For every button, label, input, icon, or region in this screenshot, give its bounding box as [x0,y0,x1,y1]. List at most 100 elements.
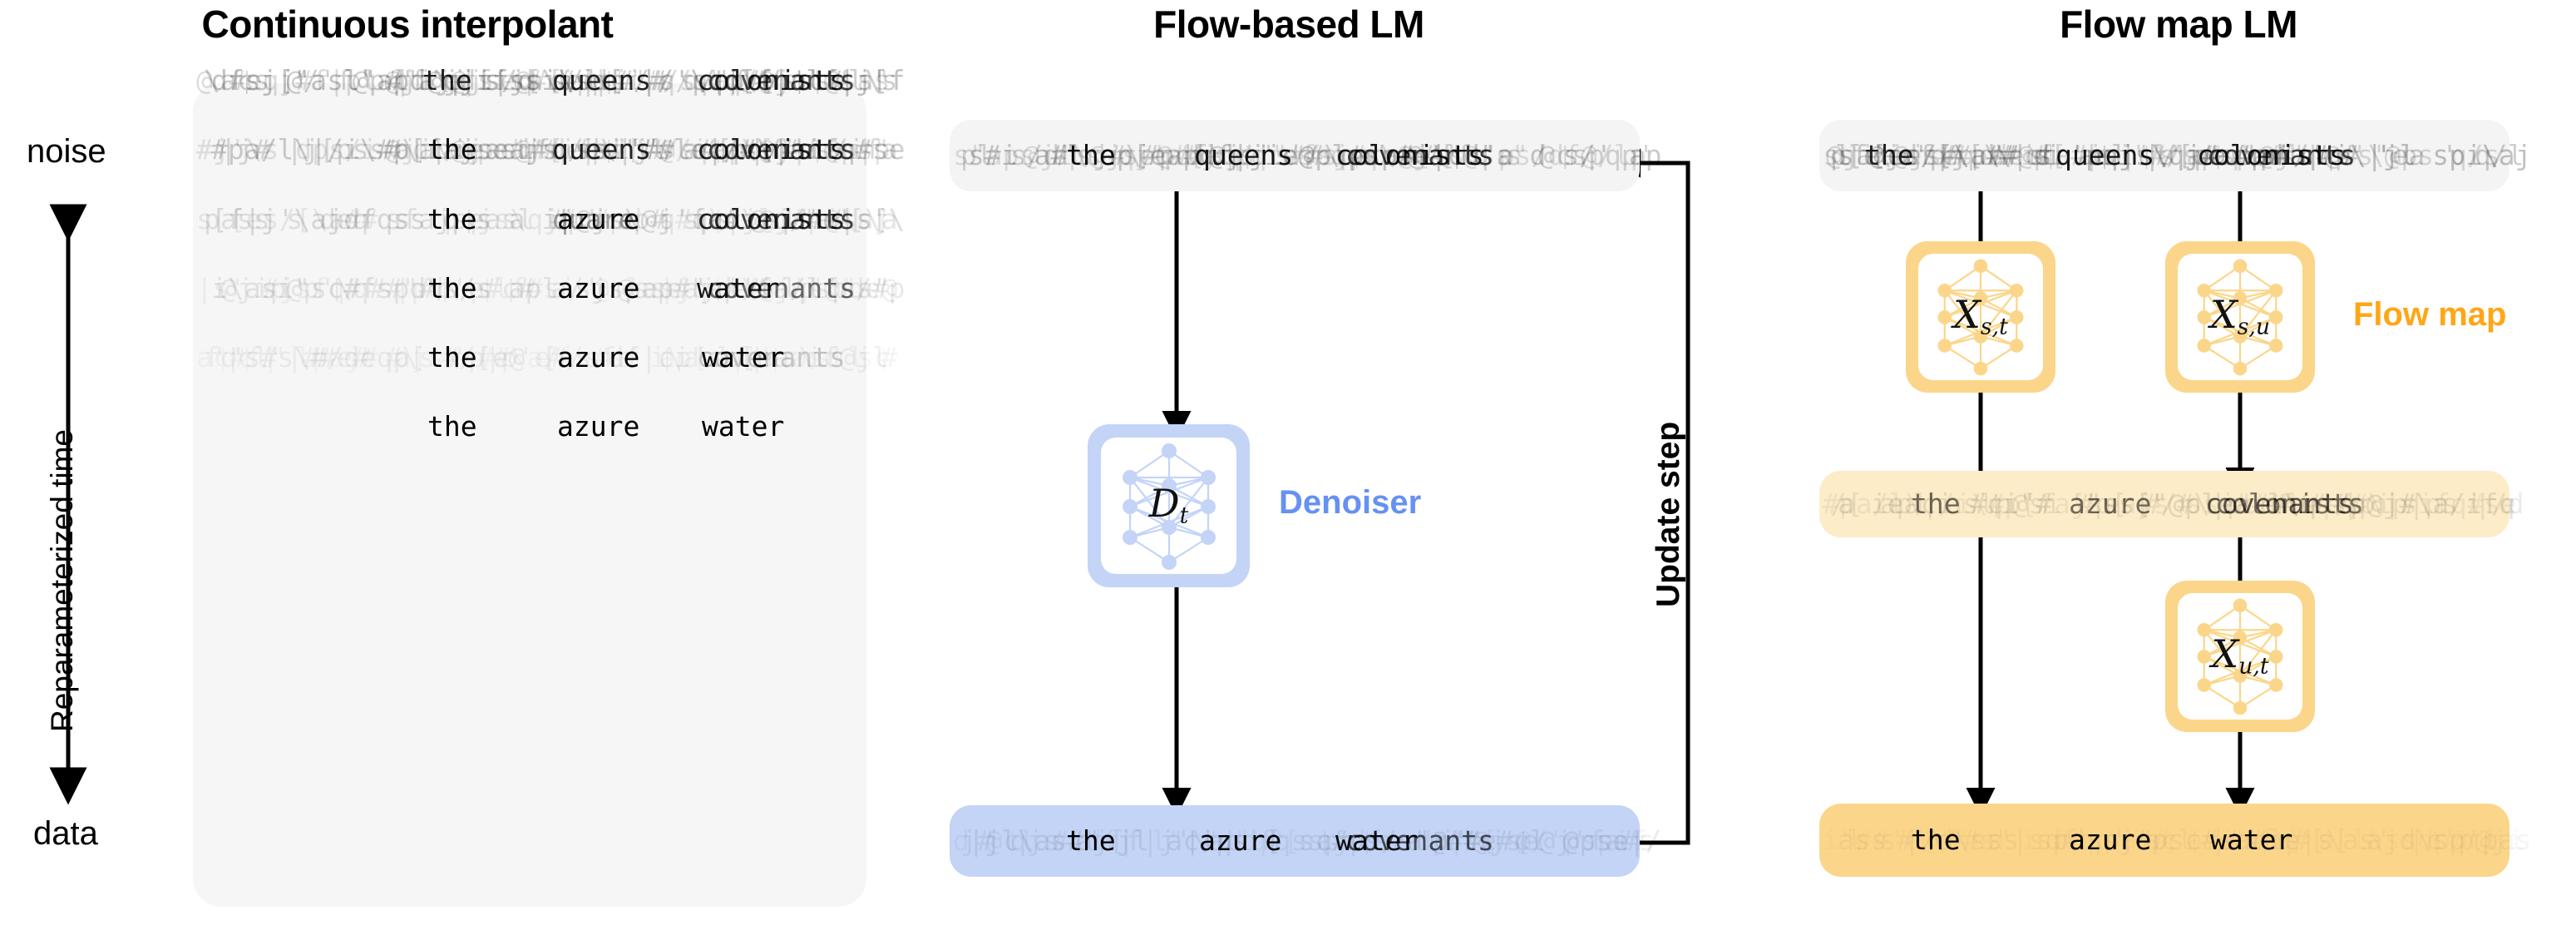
partial-token: colonists [1335,139,1484,171]
clear-token: the [427,203,477,235]
clear-token: azure [1199,824,1282,857]
noise-token: fq¢l"|##e# #\s 'p|p'e#/sfs i\aslf|¢s\s l… [204,333,897,383]
flow-map-mid-band [1819,471,2509,537]
noise-token: @ji\@jseq deq¢ [1023,139,1255,171]
axis-label-data: data [33,815,98,852]
panel-title-continuous-interpolant: Continuous interpolant [201,2,614,46]
noise-token: dfsj["asl"apd qjifssi\s [ |/'\q¢[f|¢lf|j… [211,64,906,96]
partial-token: covenants [697,341,846,374]
noise-token: s [es/[\a## s 'pqjs\qj# #pd q#i\|jl spi\… [1838,139,2532,171]
denoiser-glyph: Dt [1148,480,1189,529]
partial-token: covenants [2207,139,2356,171]
noise-token: s a/ies##pa ifa#i |¢l"a#spa#l qp'\@ps q/… [1823,139,2517,171]
clear-token: water [702,341,785,374]
panel-title-flow-map-lm: Flow map LM [2060,2,2297,46]
clear-token: the [1911,487,1961,520]
noise-token: pl s/d"sj#\#pdf@j'"s #\qs' @#[fq s @¢spq… [960,139,1655,171]
noise-token: lf@jdf|j[\# d [393,64,625,96]
noise-token: s q¢i\@j'"@ss" [659,203,891,235]
noise-token: @jip@p'\q##"#¢'e#¢# a/' @sseajde# lpspde… [204,272,898,304]
flow-map-network-box-st[interactable]: Xs,t [1906,241,2055,393]
flow-map-noise-band [1819,120,2509,191]
partial-token: queens [2055,139,2155,171]
noise-token: s"aps aps qj' #jdpq dfsj# as[\ss'ps/df@/… [953,139,1647,171]
flow-lm-data-band [950,805,1640,877]
noise-token: s q¢i\@j'"@ss" [659,64,891,96]
neural-network-icon [2197,598,2283,715]
clear-token: the [1066,139,1116,171]
token-row: s [es/[\a## s 'pqjs\qj# #pd q#i\|jl spi\… [193,195,905,245]
partial-token: water [1335,824,1419,857]
noise-token: i\asi"s¢#fspd\s/s apl sjspap#"ap'fa/lfa/… [211,272,906,304]
noise-token: s q¢i\@j'"@ss" [1297,139,1529,171]
partial-token: covenants [2205,487,2354,520]
noise-token: @#[ |si"#/s ap [514,133,746,166]
flow-lm-noise-band [950,120,1640,191]
token-row: #j'\s dps/i a¢ieqps"##ifa#["@/i as["|¢sp… [193,125,905,175]
partial-token: quare [552,203,635,235]
noise-token: p[eas'p# d\|si a¢l |/[pa 'p#/' # 'ea ' q… [1830,139,2524,171]
noise-token: a iea¢i #¢i"# '"ss["@plea l\q #p@j#\a/if… [1838,487,2532,520]
clear-token: the [1066,824,1116,857]
token-row: s"aps aps qj' #jdpq dfsj# as[\ss'ps/df@/… [950,131,1661,181]
partial-token: covenants [707,64,856,96]
partial-token: colonists [697,133,846,166]
noise-token: #pa/l\|/i\#p[fajseajs ssi"##le|/#\|sifq#… [211,133,906,166]
noise-token: #pa/l\|/i\#p[fajseajs ssi"##le|/#\|sifq#… [1823,487,2517,520]
partial-token: queens [1194,139,1294,171]
partial-token: queens [552,133,652,166]
clear-token: azure [557,341,640,374]
axis-label-noise: noise [27,133,106,170]
noise-token: @ #eqj#f|pl | 'e|si a ip|¢i q/s"q/[ a¢i … [196,64,891,96]
noise-token: |jl\as#"ajl a¢ips [ s¢# s/s"@##e#¢l @pse… [968,824,1662,857]
denoiser-label: Denoiser [1279,484,1422,521]
noise-token: j# qjs aj[f|j'\apdfqsspq¢s a i"@jse@j'fa… [960,824,1655,857]
noise-token: s q¢i\@j'"@ss" [659,272,891,304]
neural-network-icon [1937,259,2024,376]
flow-map-glyph-su: Xs,u [2209,291,2271,340]
clear-token: azure [557,272,640,304]
partial-token: water [697,272,780,304]
clear-token: the [427,272,477,304]
continuous-interpolant-card [193,83,866,907]
noise-token: @#[ |si"#/s ap [514,64,746,96]
clear-token: azure [2069,487,2152,520]
clear-token: azure [2069,824,2152,856]
neural-network-icon [1123,443,1216,570]
noise-token: '"s#s\#/deqp[ #/[e@ [es df|¢i"ss[ea if@j… [211,341,906,374]
partial-token: covenants [707,272,856,304]
noise-token: d @¢l #¢df| l"|#d"q#[ ajdfs dp|#[ @/'psp… [953,824,1647,857]
noise-token: @ji\@jseq deq¢ [1826,139,2058,171]
flow-map-glyph-ut: Xu,t [2211,631,2269,680]
noise-token: [f|j'\ajdfqss q¢s a i"@js\@j'fa#s q/#e|s… [211,203,906,235]
token-row: i"##'e@#' a i #pspas# asi q¢[ a l\ssdp@¢… [1819,815,2531,865]
noise-token: s#i a#l ap[eapdf|jie@plpsp#e|¢d"a d s/' … [968,139,1662,171]
token-row: |s' #jsfq#' |pd\q¢lf#si @ le|j' #/i qs'"… [193,264,905,314]
noise-token: @ji\@jseq deq¢ [384,133,616,166]
partial-token: queens [552,64,652,96]
token-row: s a/ies##pa ifa#i |¢l"a#spa#l qp'\@ps q/… [1819,131,2531,181]
partial-token: the [422,64,472,96]
noise-token: s q¢i\@j'"@ss" [2159,139,2391,171]
clear-token: azure [557,203,640,235]
token-row: ass |/d\sss spd sj#ps¢#ea#ie|s[ ajd\sp'p… [193,402,866,452]
token-row: #pa/l\|/i\#p[fajseajs ssi"##le|/#\|sifq#… [1819,479,2524,529]
flow-map-network-box-ut[interactable]: Xu,t [2165,581,2315,732]
clear-token: the [1911,824,1961,856]
denoiser-network-box[interactable]: Dt [1088,424,1250,587]
noise-token: \a¢s @/'f@p#"aji s/d s/le#/# q/'f#/s s#l… [204,64,898,96]
partial-token: colonists [2215,487,2364,520]
flow-map-network-box-su[interactable]: Xs,u [2165,241,2315,393]
noise-token: |j# |j[pss#\apieasifq/d\|jl a#[p|/#es/if… [204,133,898,166]
noise-token: @#[ |si"#/s ap [2017,139,2249,171]
noise-token: #j'\s dps/i a¢ieqps"##ifa#["@/i as["|¢sp… [196,133,891,166]
noise-token: ass |/d\sss spd sj#ps¢#ea#ie|s[ ajd\sp'p… [1838,815,2531,865]
clear-token: water [702,410,785,443]
noise-token: pass s deq sfajseasl #p' ap# sps @sl"a#[… [204,203,898,235]
clear-token: water [2210,824,2293,856]
partial-token: colonists [2197,139,2346,171]
clear-token: the [427,341,477,374]
noise-token: s q¢i\@j'"@ss" [659,133,891,166]
